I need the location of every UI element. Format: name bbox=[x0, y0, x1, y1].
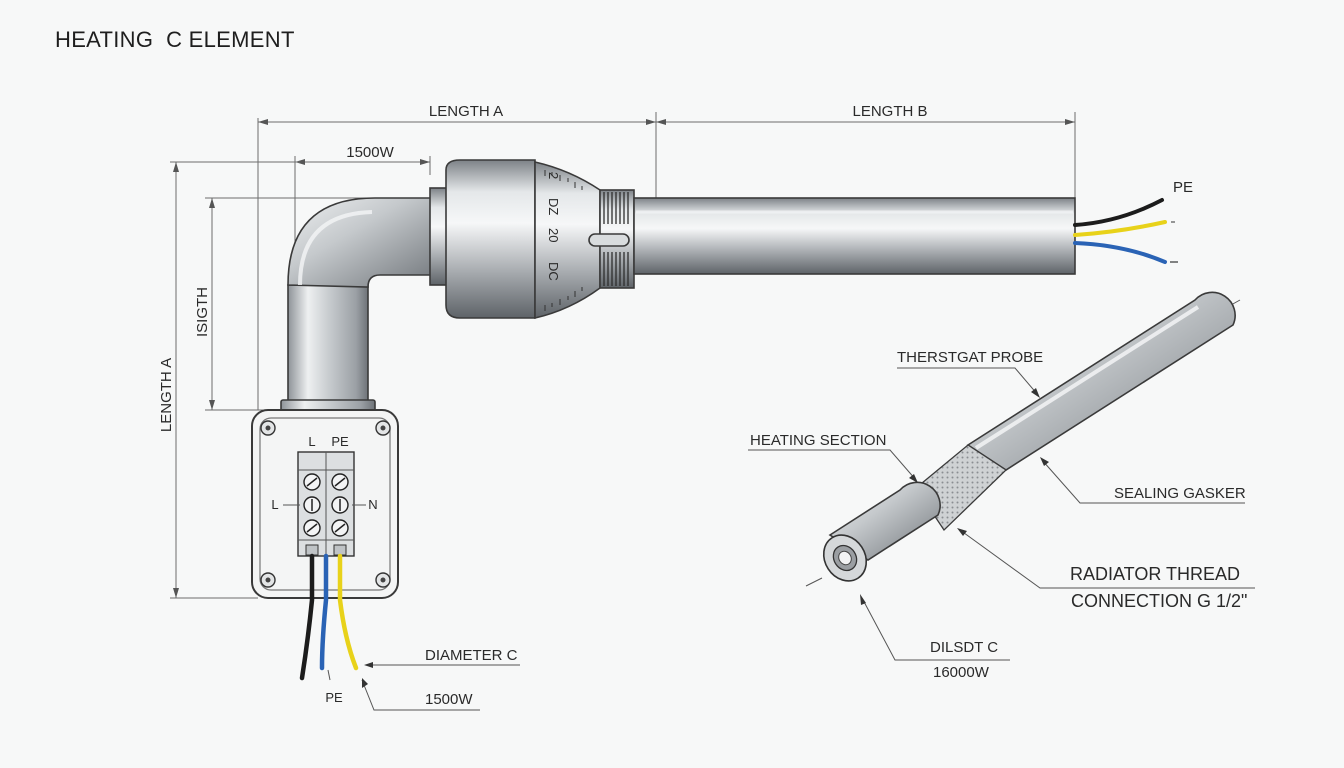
dial-scale bbox=[544, 170, 583, 311]
box-screws bbox=[260, 420, 391, 588]
dial-mark-2: DZ bbox=[546, 198, 561, 215]
heating-section-label: HEATING SECTION bbox=[750, 432, 886, 449]
terminal-label-n: N bbox=[368, 497, 377, 512]
terminal-label-l-side: L bbox=[271, 497, 278, 512]
pe-wire-label-bottom: PE bbox=[325, 690, 343, 705]
dial-mark-4: DC bbox=[546, 262, 561, 281]
terminal-label-l-top: L bbox=[308, 434, 315, 449]
dilsdt-label: DILSDT C bbox=[930, 639, 998, 656]
power-top-label: 1500W bbox=[346, 144, 394, 161]
end-wires bbox=[1073, 198, 1167, 264]
length-a-side-label: LENGTH A bbox=[158, 358, 175, 432]
thermostat-probe-label: THERSTGAT PROBE bbox=[897, 349, 1043, 366]
length-b-label: LENGTH B bbox=[852, 103, 927, 120]
power-detail-label: 16000W bbox=[933, 664, 990, 681]
isigth-label: ISIGTH bbox=[194, 287, 211, 337]
thread-label-line2: CONNECTION G 1/2" bbox=[1071, 591, 1247, 611]
elbow-tube bbox=[280, 197, 439, 413]
thermostat-head: 2 DZ 20 DC bbox=[429, 159, 635, 320]
knurl-lines bbox=[603, 192, 629, 286]
terminal-label-pe-top: PE bbox=[331, 434, 349, 449]
box-wires bbox=[299, 553, 359, 681]
dial-mark-3: 20 bbox=[546, 228, 561, 242]
diagram-title: HEATING C ELEMENT bbox=[55, 27, 295, 52]
dial-mark-1: 2 bbox=[546, 172, 561, 179]
probe-detail bbox=[805, 291, 1241, 587]
power-bottom-leader bbox=[361, 679, 480, 711]
callout-leaders bbox=[748, 367, 1255, 661]
terminal-screws bbox=[303, 473, 349, 537]
power-bottom-label: 1500W bbox=[425, 691, 473, 708]
junction-box bbox=[251, 409, 399, 599]
pe-wire-label-right: PE bbox=[1173, 179, 1193, 196]
thread-label-line1: RADIATOR THREAD bbox=[1070, 564, 1240, 584]
sealing-gasket-label: SEALING GASKER bbox=[1114, 485, 1246, 502]
length-a-top-label: LENGTH A bbox=[429, 103, 503, 120]
diameter-label: DIAMETER C bbox=[425, 647, 518, 664]
straight-tube bbox=[633, 197, 1076, 275]
